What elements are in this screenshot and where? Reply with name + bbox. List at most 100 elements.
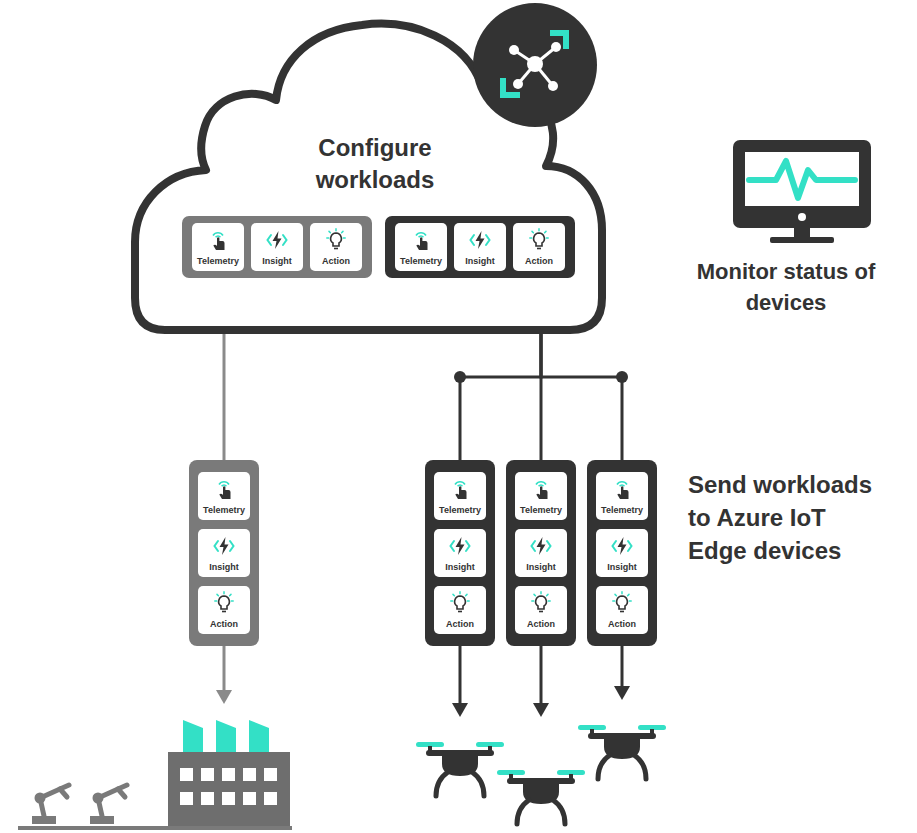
workload-tile: Action (515, 586, 567, 634)
workload-icon (455, 482, 467, 499)
factory-icon (222, 792, 235, 805)
workload-tile: Action (596, 586, 648, 634)
workload-label: Action (608, 619, 636, 630)
factory-icon (222, 768, 235, 781)
workload-tile: Action (198, 586, 250, 634)
robot-arm-icons (60, 785, 69, 797)
workload-icon (212, 477, 236, 501)
monitor-icon (745, 152, 859, 206)
delivery-arrows (540, 646, 543, 705)
workload-label: Telemetry (520, 505, 562, 516)
workload-tile: Insight (198, 529, 250, 577)
workload-icon (451, 592, 469, 612)
robot-arm-icons (118, 785, 127, 797)
workload-icon (206, 228, 230, 252)
workload-label: Action (525, 256, 553, 267)
factory-icon (180, 768, 277, 805)
factory-icon (183, 720, 203, 755)
workload-icon (416, 233, 428, 250)
workload-icon (610, 591, 634, 615)
workload-icon (471, 231, 490, 249)
workload-tile: Action (310, 223, 362, 271)
delivery-arrows (223, 646, 226, 692)
workload-icon (448, 534, 472, 558)
factory-icon (180, 768, 193, 781)
workload-icon (530, 229, 548, 249)
factory-icon (216, 720, 236, 755)
workload-icon (268, 231, 287, 249)
drone-icons (416, 742, 504, 796)
workload-icon (613, 537, 632, 555)
workload-icon (613, 592, 631, 612)
workload-label: Telemetry (203, 505, 245, 516)
workload-label: Telemetry (439, 505, 481, 516)
factory-icon (168, 752, 290, 826)
factory-icon (249, 720, 269, 755)
workload-icon (213, 233, 225, 250)
delivery-arrows (621, 646, 624, 688)
workload-icon (324, 228, 348, 252)
workload-tile: Telemetry (515, 472, 567, 520)
workload-group: Telemetry Insight Action (385, 216, 575, 278)
workload-tile: Insight (454, 223, 506, 271)
workload-icon (448, 477, 472, 501)
workload-icon (610, 534, 634, 558)
edge-module: TelemetryInsightAction (189, 460, 259, 646)
drone-icons (578, 725, 666, 779)
workload-icon (610, 477, 634, 501)
workload-connector (541, 326, 622, 460)
factory-icon (243, 768, 256, 781)
workload-label: Action (446, 619, 474, 630)
factory-icon (264, 768, 277, 781)
workload-label: Telemetry (197, 256, 239, 267)
workload-label: Insight (209, 562, 239, 573)
junction-dot (454, 371, 466, 383)
factory-icon (201, 768, 214, 781)
robot-arm-icons (32, 785, 127, 824)
workload-icon (529, 477, 553, 501)
workload-label: Action (210, 619, 238, 630)
factory-icon (201, 792, 214, 805)
workload-label: Insight (607, 562, 637, 573)
workload-label: Insight (445, 562, 475, 573)
factory-icon (18, 826, 292, 830)
workload-label: Action (322, 256, 350, 267)
workload-connector (460, 326, 541, 460)
workload-icon (468, 228, 492, 252)
delivery-arrows (533, 703, 549, 717)
delivery-arrows (614, 686, 630, 700)
workload-icon (532, 592, 550, 612)
cloud-outline (135, 3, 602, 330)
workload-label: Insight (262, 256, 292, 267)
factory-icon (243, 792, 256, 805)
workload-icon (617, 482, 629, 499)
workload-label: Insight (526, 562, 556, 573)
workload-icon (215, 537, 234, 555)
workload-icon (532, 537, 551, 555)
workload-tile: Telemetry (395, 223, 447, 271)
factory-icon (180, 792, 193, 805)
delivery-arrows (452, 703, 468, 717)
workload-label: Telemetry (601, 505, 643, 516)
workload-icon (527, 228, 551, 252)
workload-icon (265, 228, 289, 252)
junction-dot (616, 371, 628, 383)
robot-arm-icons (95, 795, 101, 801)
workload-tile: Telemetry (434, 472, 486, 520)
workload-group: Telemetry Insight Action (182, 216, 372, 278)
label-box: Send workloads to Azure IoT Edge devices (688, 468, 888, 567)
workload-label: Telemetry (400, 256, 442, 267)
caption-label: Send workloads to Azure IoT Edge devices (688, 468, 888, 567)
workload-tile: Telemetry (596, 472, 648, 520)
factory-icon (18, 720, 292, 830)
workload-tile: Telemetry (192, 223, 244, 271)
monitor-icon (794, 228, 810, 238)
label-box: Monitor status of devices (691, 256, 881, 318)
region-title: Configure workloads (275, 132, 475, 196)
workload-icon (536, 482, 548, 499)
workload-tile: Telemetry (198, 472, 250, 520)
workload-tile: Insight (251, 223, 303, 271)
hub-icon (473, 3, 597, 127)
workload-icon (212, 591, 236, 615)
workload-label: Insight (465, 256, 495, 267)
